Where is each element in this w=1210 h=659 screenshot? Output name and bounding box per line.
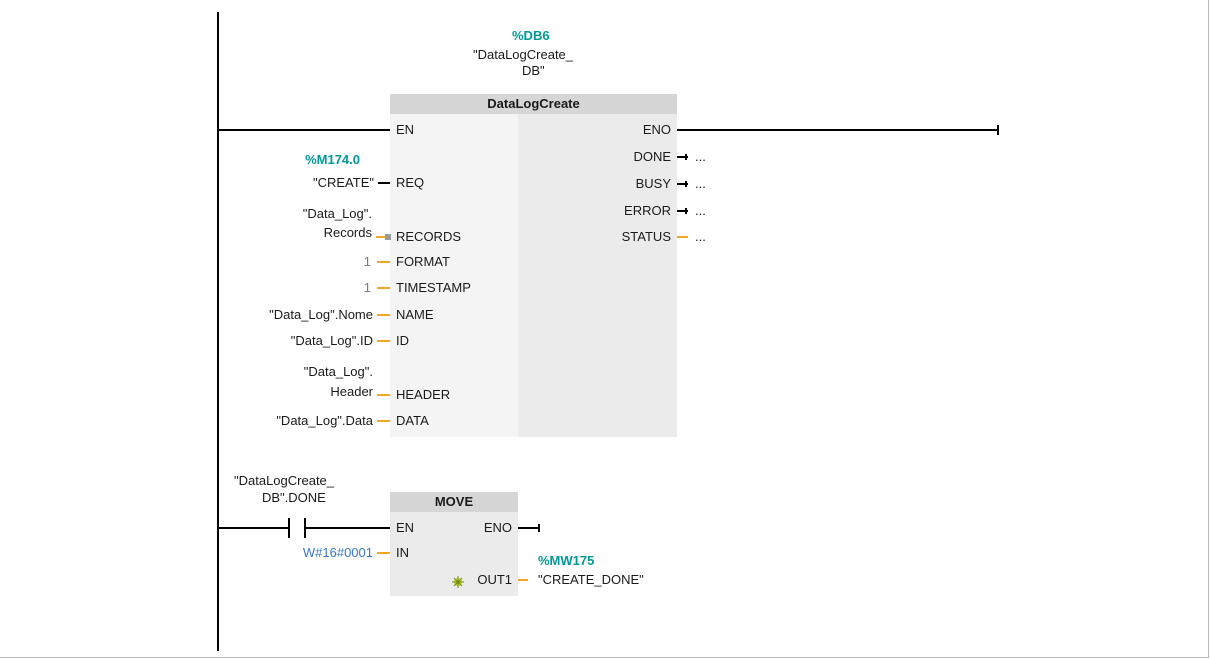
db-name-line2: DB" [522,63,545,78]
header-tag-line2[interactable]: Header [330,384,373,399]
block-stripe [390,114,518,437]
done-operand[interactable]: ... [695,149,706,164]
pin-records[interactable]: RECORDS [396,229,462,244]
req-tag[interactable]: "CREATE" [313,175,374,190]
pin-format[interactable]: FORMAT [396,254,450,269]
db-address: %DB6 [512,28,550,43]
status-operand[interactable]: ... [695,229,706,244]
move-pin-in[interactable]: IN [396,545,409,560]
add-output-icon [452,576,464,588]
move-out-tag[interactable]: "CREATE_DONE" [538,572,644,587]
pin-id[interactable]: ID [396,333,409,348]
db-name-line1: "DataLogCreate_ [473,47,574,62]
pin-en[interactable]: EN [396,122,415,137]
pin-busy[interactable]: BUSY [635,176,671,191]
timestamp-value[interactable]: 1 [363,280,371,295]
error-operand[interactable]: ... [695,203,706,218]
records-tag-line1[interactable]: "Data_Log". [302,206,372,221]
move-title: MOVE [390,492,518,512]
datalogcreate-block[interactable]: DataLogCreate [390,94,677,437]
pin-error[interactable]: ERROR [624,203,671,218]
pin-req[interactable]: REQ [396,175,425,190]
name-tag[interactable]: "Data_Log".Nome [269,307,373,322]
header-tag-line1[interactable]: "Data_Log". [303,364,373,379]
data-tag[interactable]: "Data_Log".Data [276,413,373,428]
move-in-value[interactable]: W#16#0001 [302,545,373,560]
pin-done[interactable]: DONE [633,149,671,164]
pin-timestamp[interactable]: TIMESTAMP [396,280,471,295]
busy-operand[interactable]: ... [695,176,706,191]
move-pin-out1[interactable]: OUT1 [477,572,512,587]
move-out-address: %MW175 [538,553,595,568]
records-tag-line2[interactable]: Records [323,225,372,240]
pin-data[interactable]: DATA [396,413,429,428]
move-pin-eno[interactable]: ENO [483,520,512,535]
pin-eno[interactable]: ENO [642,122,671,137]
req-address: %M174.0 [305,152,360,167]
format-value[interactable]: 1 [363,254,371,269]
id-tag[interactable]: "Data_Log".ID [290,333,373,348]
pin-status[interactable]: STATUS [621,229,671,244]
datalogcreate-title: DataLogCreate [390,94,677,114]
contact-tag-line2[interactable]: DB".DONE [262,490,326,505]
move-pin-en[interactable]: EN [396,520,415,535]
contact-tag-line1[interactable]: "DataLogCreate_ [234,473,335,488]
pin-name[interactable]: NAME [396,307,434,322]
pin-header[interactable]: HEADER [396,387,451,402]
